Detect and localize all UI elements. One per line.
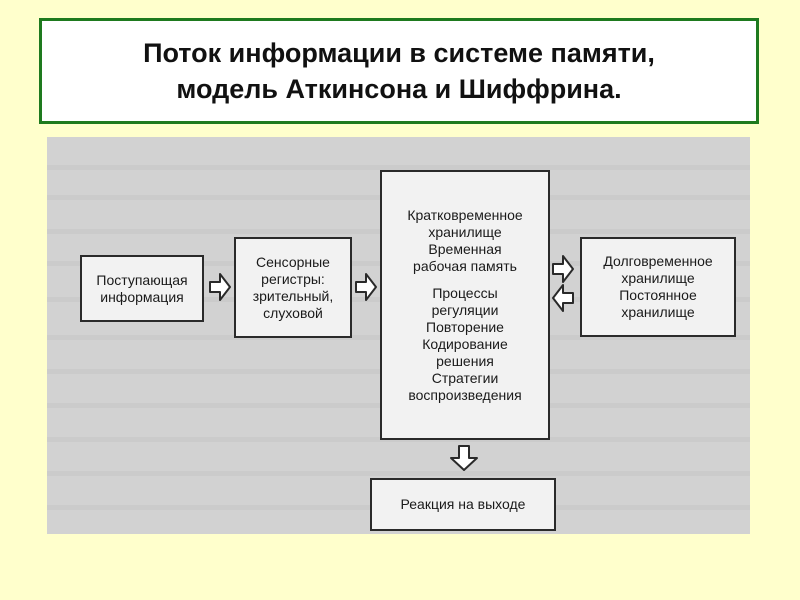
- title-line-2: модель Аткинсона и Шиффрина.: [176, 74, 622, 104]
- box-long-term-store: Долговременное хранилище Постоянное хран…: [580, 237, 736, 337]
- title-box: Поток информации в системе памяти, модел…: [39, 18, 759, 124]
- short-term-process-5: решения: [436, 352, 494, 369]
- short-term-process-7: воспроизведения: [408, 386, 522, 403]
- long-term-line-4: хранилище: [621, 304, 695, 320]
- incoming-line-1: Поступающая: [96, 271, 188, 288]
- arrow-long-term-to-short-term: [552, 284, 574, 312]
- short-term-line-2: хранилище: [428, 223, 502, 240]
- long-term-line-2: хранилище: [621, 270, 695, 286]
- short-term-process-2: регуляции: [431, 301, 499, 318]
- long-term-line-1: Долговременное: [603, 253, 713, 269]
- box-output-response: Реакция на выходе: [370, 478, 556, 531]
- arrow-incoming-to-sensory: [209, 273, 231, 301]
- short-term-line-4: рабочая память: [413, 257, 517, 274]
- box-sensory-registers: Сенсорные регистры: зрительный, слуховой: [234, 237, 352, 338]
- long-term-line-3: Постоянное: [619, 287, 697, 303]
- sensory-line-4: слуховой: [263, 304, 323, 321]
- sensory-line-1: Сенсорные: [256, 253, 330, 270]
- arrow-short-term-to-output: [450, 445, 478, 471]
- incoming-line-2: информация: [100, 288, 184, 305]
- sensory-line-2: регистры:: [261, 270, 325, 287]
- short-term-process-1: Процессы: [432, 284, 498, 301]
- arrow-sensory-to-short-term: [355, 273, 377, 301]
- box-incoming-information: Поступающая информация: [80, 255, 204, 322]
- title-line-1: Поток информации в системе памяти,: [143, 38, 655, 68]
- box-short-term-store: Кратковременное хранилище Временная рабо…: [380, 170, 550, 440]
- short-term-line-3: Временная: [428, 240, 502, 257]
- short-term-process-3: Повторение: [426, 318, 504, 335]
- short-term-process-4: Кодирование: [422, 335, 508, 352]
- short-term-process-6: Стратегии: [431, 369, 499, 386]
- sensory-line-3: зрительный,: [252, 287, 334, 304]
- short-term-line-1: Кратковременное: [407, 206, 523, 223]
- arrow-short-term-to-long-term: [552, 255, 574, 283]
- output-line-1: Реакция на выходе: [400, 496, 526, 512]
